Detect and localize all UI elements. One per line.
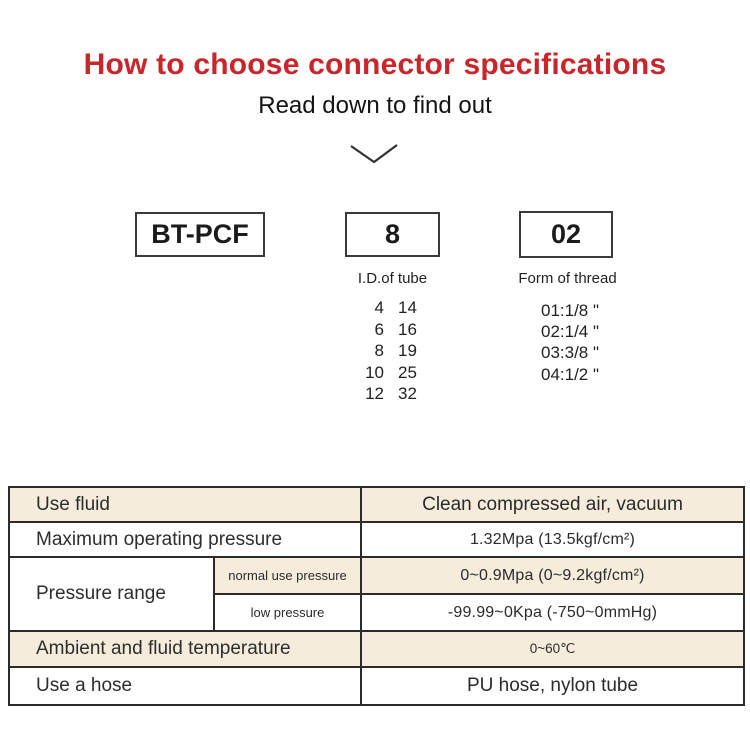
tube-id-list: 4 14 6 16 8 19 10 25 12 32 (356, 297, 432, 405)
thread-form-list: 01:1/8 " 02:1/4 " 03:3/8 " 04:1/2 " (505, 300, 635, 385)
thread-option: 02:1/4 " (540, 322, 600, 342)
tube-id-row: 6 16 (356, 319, 432, 341)
table-row: Use fluid Clean compressed air, vacuum (7, 486, 746, 523)
table-row: Pressure range normal use pressure 0~0.9… (8, 556, 746, 632)
spec-label: Ambient and fluid temperature (7, 630, 363, 668)
page-subtitle: Read down to find out (258, 92, 492, 119)
chevron-down-icon (350, 144, 398, 164)
spec-value: -99.99~0Kpa (-750~0mmHg) (360, 593, 746, 632)
tube-id-value: 8 (374, 341, 384, 360)
tube-id-value: 6 (374, 319, 384, 339)
table-row: low pressure -99.99~0Kpa (-750~0mmHg) (9, 593, 746, 632)
thread-size-box: 02 (519, 211, 613, 258)
tube-id-value: 10 (365, 362, 384, 382)
table-row: Ambient and fluid temperature 0~60℃ (7, 630, 746, 668)
tube-size-box: 8 (345, 212, 440, 257)
table-row: Use a hose PU hose, nylon tube (7, 666, 746, 706)
tube-id-row: 8 19 (356, 340, 432, 362)
tube-id-heading: I.D.of tube (357, 270, 428, 287)
tube-id-value: 25 (398, 362, 417, 382)
thread-form-heading: Form of thread (518, 270, 617, 287)
tube-id-value: 32 (398, 384, 417, 403)
spec-value: 0~60℃ (360, 630, 746, 668)
spec-chooser-diagram: How to choose connector specifications R… (83, 48, 667, 405)
spec-label: Use a hose (7, 666, 363, 706)
spec-sub-label: low pressure (212, 593, 363, 632)
spec-value: 0~0.9Mpa (0~9.2kgf/cm²) (360, 556, 746, 595)
spec-label: Use fluid (7, 486, 363, 523)
table-row: Maximum operating pressure 1.32Mpa (13.5… (7, 521, 746, 558)
tube-id-row: 10 25 (356, 362, 432, 384)
spec-value: PU hose, nylon tube (360, 666, 746, 706)
spec-value: 1.32Mpa (13.5kgf/cm²) (360, 521, 746, 558)
tube-id-value: 4 (374, 298, 384, 317)
thread-option: 03:3/8 " (540, 343, 600, 363)
tube-id-value: 12 (365, 384, 384, 403)
model-prefix-box: BT-PCF (135, 212, 265, 257)
spec-value: Clean compressed air, vacuum (360, 486, 746, 523)
tube-id-value: 14 (398, 298, 417, 317)
thread-option: 04:1/2 " (540, 364, 600, 384)
thread-option: 01:1/8 " (540, 301, 600, 320)
tube-id-row: 4 14 (356, 297, 432, 319)
tube-id-value: 19 (398, 341, 417, 360)
spec-sub-label: normal use pressure (212, 556, 363, 595)
tube-id-row: 12 32 (356, 383, 432, 405)
specification-table: Use fluid Clean compressed air, vacuum M… (7, 486, 746, 706)
spec-label: Maximum operating pressure (7, 521, 363, 558)
page-title: How to choose connector specifications (83, 48, 667, 81)
spec-label: Pressure range (8, 556, 215, 632)
tube-id-value: 16 (398, 319, 417, 339)
